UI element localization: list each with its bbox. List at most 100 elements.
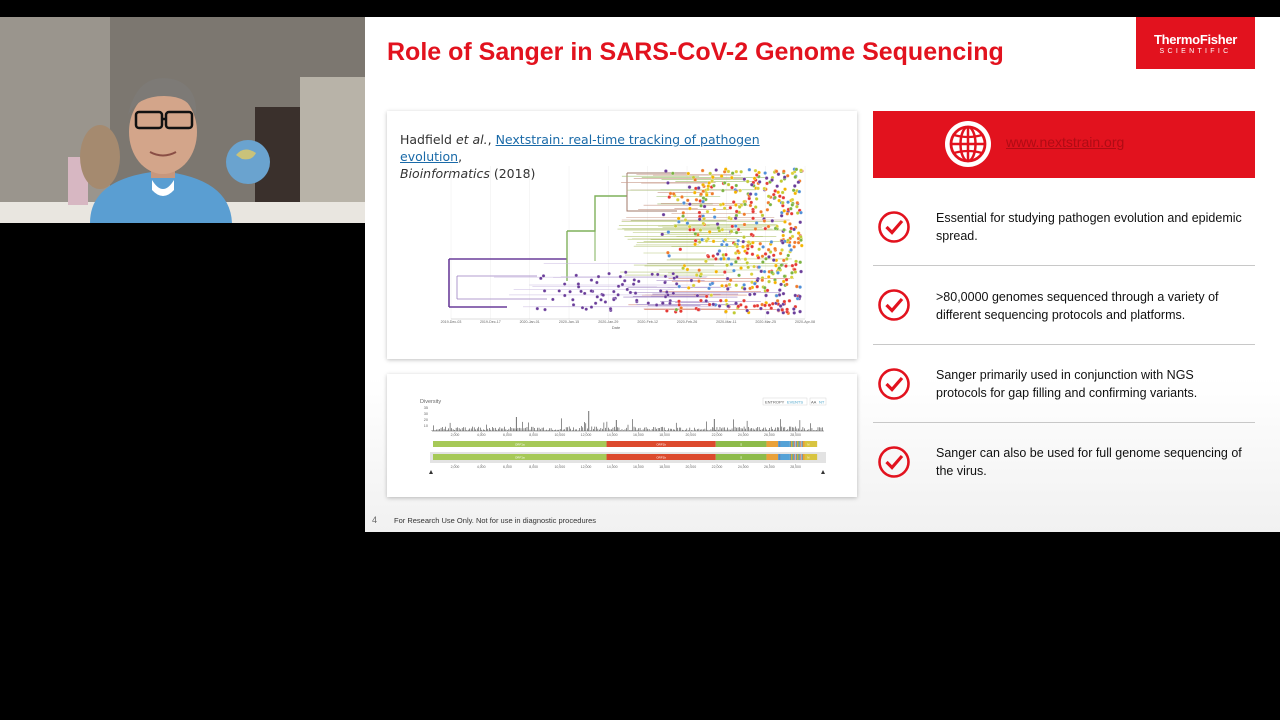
tree-tip [774,169,779,174]
tree-tip [734,183,739,188]
tree-tip [700,237,704,242]
genome-diversity-chart: Diversity ENTROPY EVENTS AA NT 35302010 … [420,397,827,474]
tree-tip [787,299,792,303]
tree-tip [721,188,725,193]
tree-tip [765,181,769,186]
tree-tip [681,211,686,215]
tree-tip [736,304,741,309]
diversity-x-tick: 24,000 [738,465,749,469]
tree-tip [798,294,802,299]
tree-tip [742,298,746,303]
tree-tip [676,197,680,202]
tree-tip [785,211,790,216]
tree-tip [666,230,671,234]
tree-tip [778,251,783,256]
gene-segment [715,454,767,460]
tree-tip [721,253,726,257]
checkmark-circle-icon [878,289,910,321]
range-handle-left-icon[interactable] [429,470,433,474]
gene-segment [802,441,805,447]
tree-tip [788,222,792,226]
bullet-text: Essential for studying pathogen evolutio… [936,211,1242,243]
tree-tip [576,282,581,286]
tree-tip [712,183,716,188]
tree-tip [776,308,781,312]
citation-author: Hadfield [400,132,456,147]
bullet-text: Sanger can also be used for full genome … [936,446,1242,478]
diversity-x-tick: 24,000 [738,433,749,437]
tree-tip [580,305,585,310]
tree-tip [734,259,738,264]
tree-tip [744,305,748,309]
tree-tip [765,310,770,315]
range-handle-right-icon[interactable] [821,470,825,474]
tree-tip [755,284,760,289]
presentation-slide: Role of Sanger in SARS-CoV-2 Genome Sequ… [365,17,1280,532]
citation-journal: Bioinformatics [400,166,490,181]
tree-tip [779,179,784,183]
tree-tip [783,187,787,192]
toggle-aa-label: AA [811,400,817,405]
tree-branch [626,173,677,212]
diversity-label: Diversity [420,399,441,405]
diversity-x-tick: 10,000 [554,433,565,437]
tree-tip [763,171,767,175]
tree-tip [711,254,716,258]
tree-tip [723,167,728,172]
tree-tip [792,184,797,188]
gene-segment [799,441,818,447]
bullet-item: >80,0000 genomes sequenced through a var… [873,287,1255,347]
gene-segment [433,454,607,460]
tree-tip [562,282,567,286]
tree-tip [793,240,797,245]
tree-tip [668,301,672,306]
tree-tip [782,208,787,213]
tree-tip [692,190,697,195]
tree-tip [795,204,799,209]
slide-title: Role of Sanger in SARS-CoV-2 Genome Sequ… [387,38,1004,66]
tree-tip [743,202,747,207]
tree-tip [663,280,667,285]
tree-x-tick: 2019-Dec-03 [441,320,462,324]
tree-tip [711,239,716,244]
tree-tip [708,171,712,176]
tree-tip [688,202,692,206]
tree-tip [666,293,670,297]
tree-tip [743,257,748,262]
tree-tip [787,243,792,248]
tree-tip [746,265,751,270]
tree-tip [779,263,784,268]
tree-tip [677,299,681,304]
tree-tip [712,207,717,212]
tree-tip [776,190,781,195]
gene-segment [778,441,781,447]
tree-tip [574,273,578,278]
tree-tip [736,238,741,243]
tree-tip [706,254,711,259]
tree-tip [741,239,746,244]
tree-tip [750,252,755,257]
aa-nt-toggle[interactable] [809,397,827,406]
tree-tip [767,303,772,307]
entropy-toggle[interactable] [762,397,808,406]
diversity-x-tick: 4,000 [477,465,486,469]
tree-tip [763,226,768,231]
tree-tip [718,298,723,303]
tree-tip [535,306,540,311]
tree-tip [728,278,733,283]
tree-tip [754,192,758,197]
toggle-events-label: EVENTS [787,400,803,405]
tree-tip [762,186,767,191]
tree-tip [677,284,682,289]
tree-tip [620,282,625,287]
citation-link[interactable]: Nextstrain: real-time tracking of pathog… [400,132,760,164]
tree-tip [687,185,692,189]
diversity-x-tick: 14,000 [607,433,618,437]
nextstrain-link[interactable]: www.nextstrain.org [1006,134,1125,150]
tree-tip [596,274,601,279]
diversity-x-tick: 22,000 [712,465,723,469]
tree-tip [695,293,700,298]
tree-tip [746,243,750,248]
gene-label: ORF1b [656,442,666,446]
tree-tip [694,273,699,277]
